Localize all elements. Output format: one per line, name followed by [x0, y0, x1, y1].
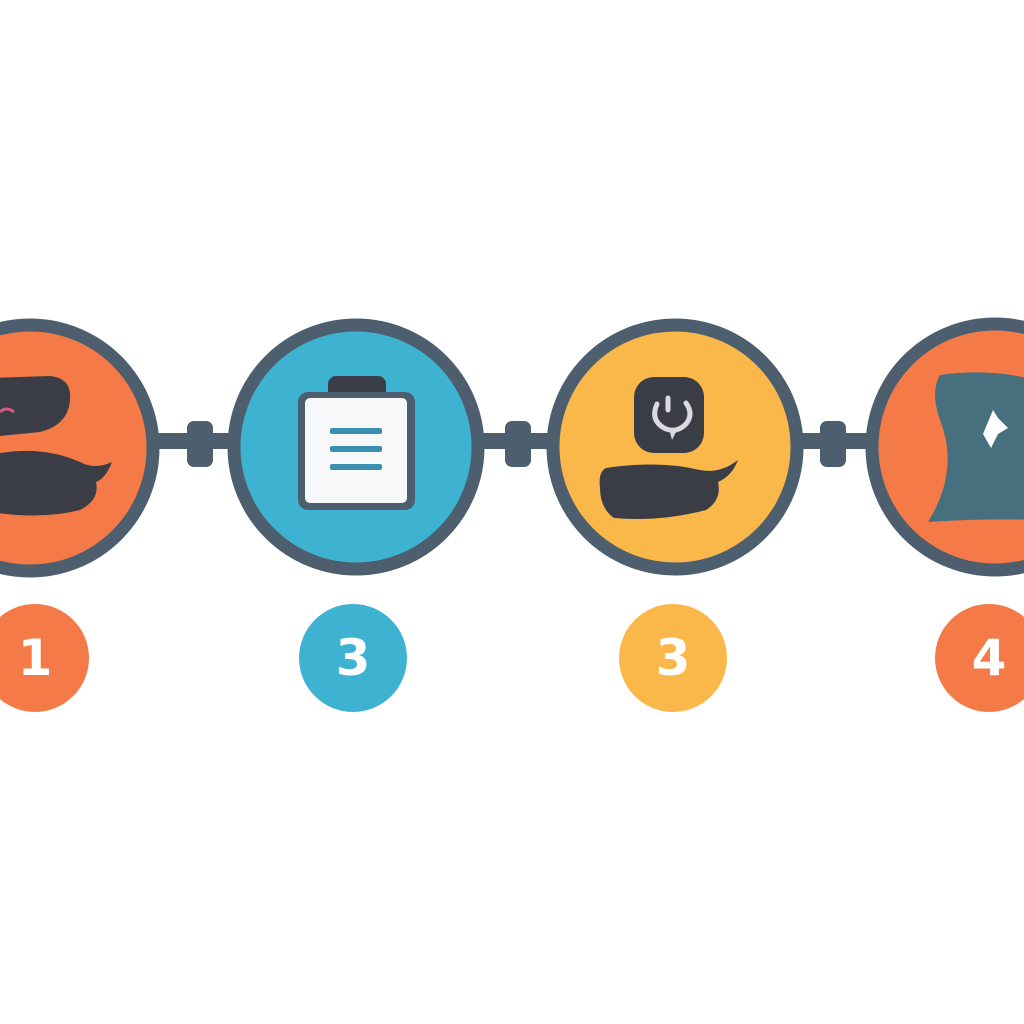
chat-with-badge-icon — [599, 377, 738, 519]
speech-bubble-icon — [0, 376, 112, 516]
step-3-circle — [546, 318, 804, 576]
step-4-circle — [865, 317, 1024, 577]
step-4-number-badge: 4 — [935, 604, 1024, 712]
connector-3-4 — [792, 421, 877, 467]
connector-2-3 — [475, 421, 560, 467]
connectors — [150, 421, 877, 467]
step-2-circle — [227, 318, 485, 576]
step-2-number: 3 — [335, 629, 371, 687]
sail-shape-icon — [928, 372, 1024, 522]
step-3-number-badge: 3 — [619, 604, 727, 712]
step-3-number: 3 — [655, 629, 691, 687]
step-4-number: 4 — [971, 629, 1007, 687]
step-2-number-badge: 3 — [299, 604, 407, 712]
step-1-number-badge: 1 — [0, 604, 89, 712]
step-1-number: 1 — [17, 629, 53, 687]
connector-1-2 — [150, 421, 240, 467]
step-1-circle — [0, 318, 160, 578]
clipboard-document-icon — [298, 376, 415, 510]
